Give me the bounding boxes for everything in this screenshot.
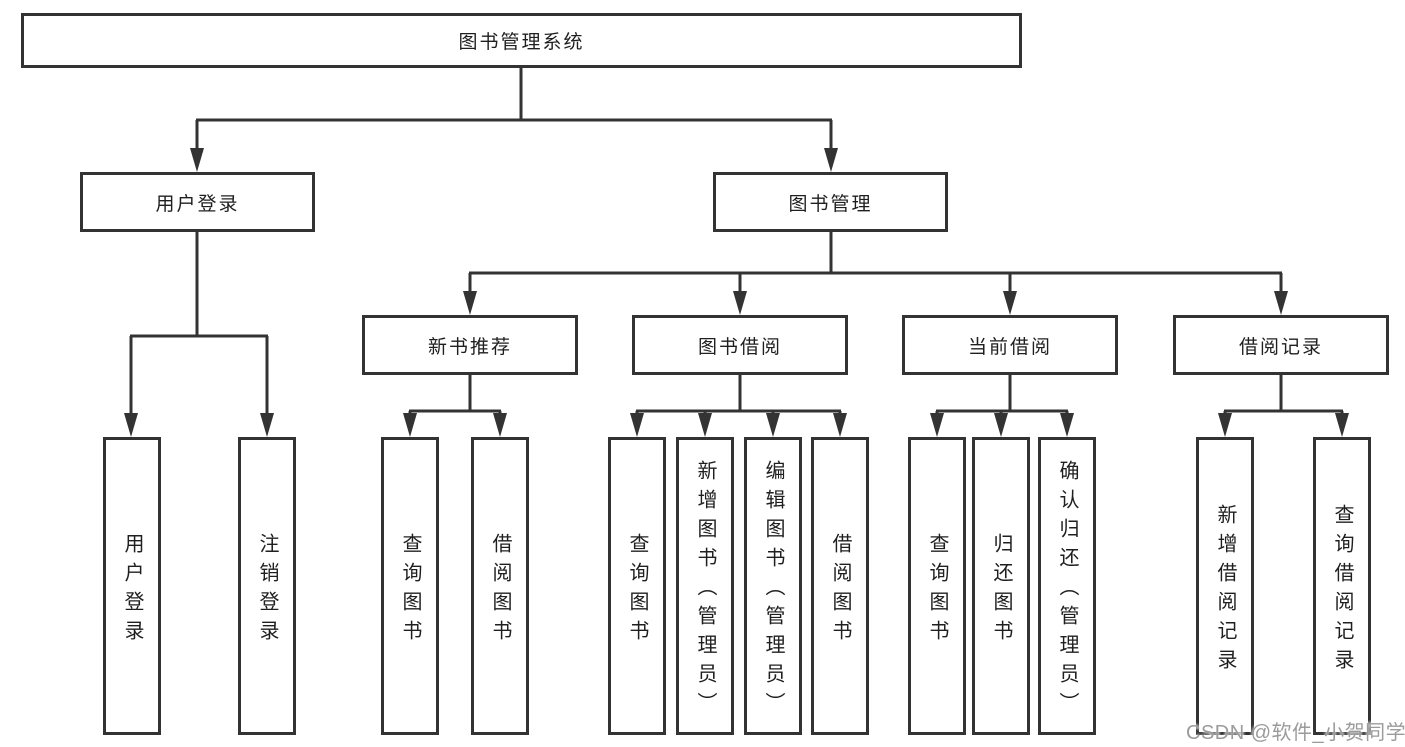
leaf-label: 注销登录 [256, 532, 278, 649]
leaf-label: 查询借阅记录 [1331, 503, 1353, 678]
node-label: 图书管理系统 [458, 32, 585, 53]
leaf-user-login: 用户登录 [103, 437, 161, 735]
leaf-label: 借阅图书 [489, 532, 511, 649]
node-current-borrowing: 当前借阅 [902, 315, 1118, 375]
node-label: 借阅记录 [1238, 336, 1323, 358]
leaf-label: 新增借阅记录 [1214, 503, 1236, 678]
leaf-label: 用户登录 [121, 532, 143, 649]
leaf-edit-books-admin: 编辑图书（管理员） [744, 437, 802, 735]
node-book-borrowing: 图书借阅 [632, 315, 848, 375]
node-label: 图书管理 [788, 193, 873, 215]
node-label: 当前借阅 [967, 336, 1052, 358]
leaf-query-books-recommend: 查询图书 [381, 437, 439, 735]
leaf-label: 查询图书 [399, 532, 421, 649]
leaf-add-books-admin: 新增图书（管理员） [676, 437, 734, 735]
leaf-label: 编辑图书（管理员） [762, 460, 784, 721]
node-new-book-recommendation: 新书推荐 [362, 315, 578, 375]
node-user-login: 用户登录 [80, 172, 315, 232]
node-book-management: 图书管理 [713, 172, 948, 232]
leaf-label: 查询图书 [926, 532, 948, 649]
leaf-label: 借阅图书 [829, 532, 851, 649]
leaf-add-borrow-record: 新增借阅记录 [1196, 437, 1254, 735]
leaf-return-books: 归还图书 [972, 437, 1030, 735]
leaf-confirm-return-admin: 确认归还（管理员） [1038, 437, 1096, 735]
node-label: 图书借阅 [697, 336, 782, 358]
leaf-label: 确认归还（管理员） [1056, 460, 1078, 721]
node-root-system: 图书管理系统 [21, 13, 1022, 68]
node-label: 新书推荐 [427, 336, 512, 358]
leaf-query-borrow-record: 查询借阅记录 [1313, 437, 1371, 735]
node-label: 用户登录 [155, 193, 240, 215]
leaf-label: 查询图书 [626, 532, 648, 649]
node-borrowing-records: 借阅记录 [1173, 315, 1389, 375]
leaf-label: 新增图书（管理员） [694, 460, 716, 721]
leaf-label: 归还图书 [990, 532, 1012, 649]
leaf-borrow-books: 借阅图书 [811, 437, 869, 735]
leaf-query-books-current: 查询图书 [908, 437, 966, 735]
leaf-borrow-books-recommend: 借阅图书 [471, 437, 529, 735]
leaf-query-books-borrow: 查询图书 [608, 437, 666, 735]
leaf-logout: 注销登录 [238, 437, 296, 735]
csdn-watermark: CSDN @软件_小贺同学 [1186, 722, 1405, 744]
